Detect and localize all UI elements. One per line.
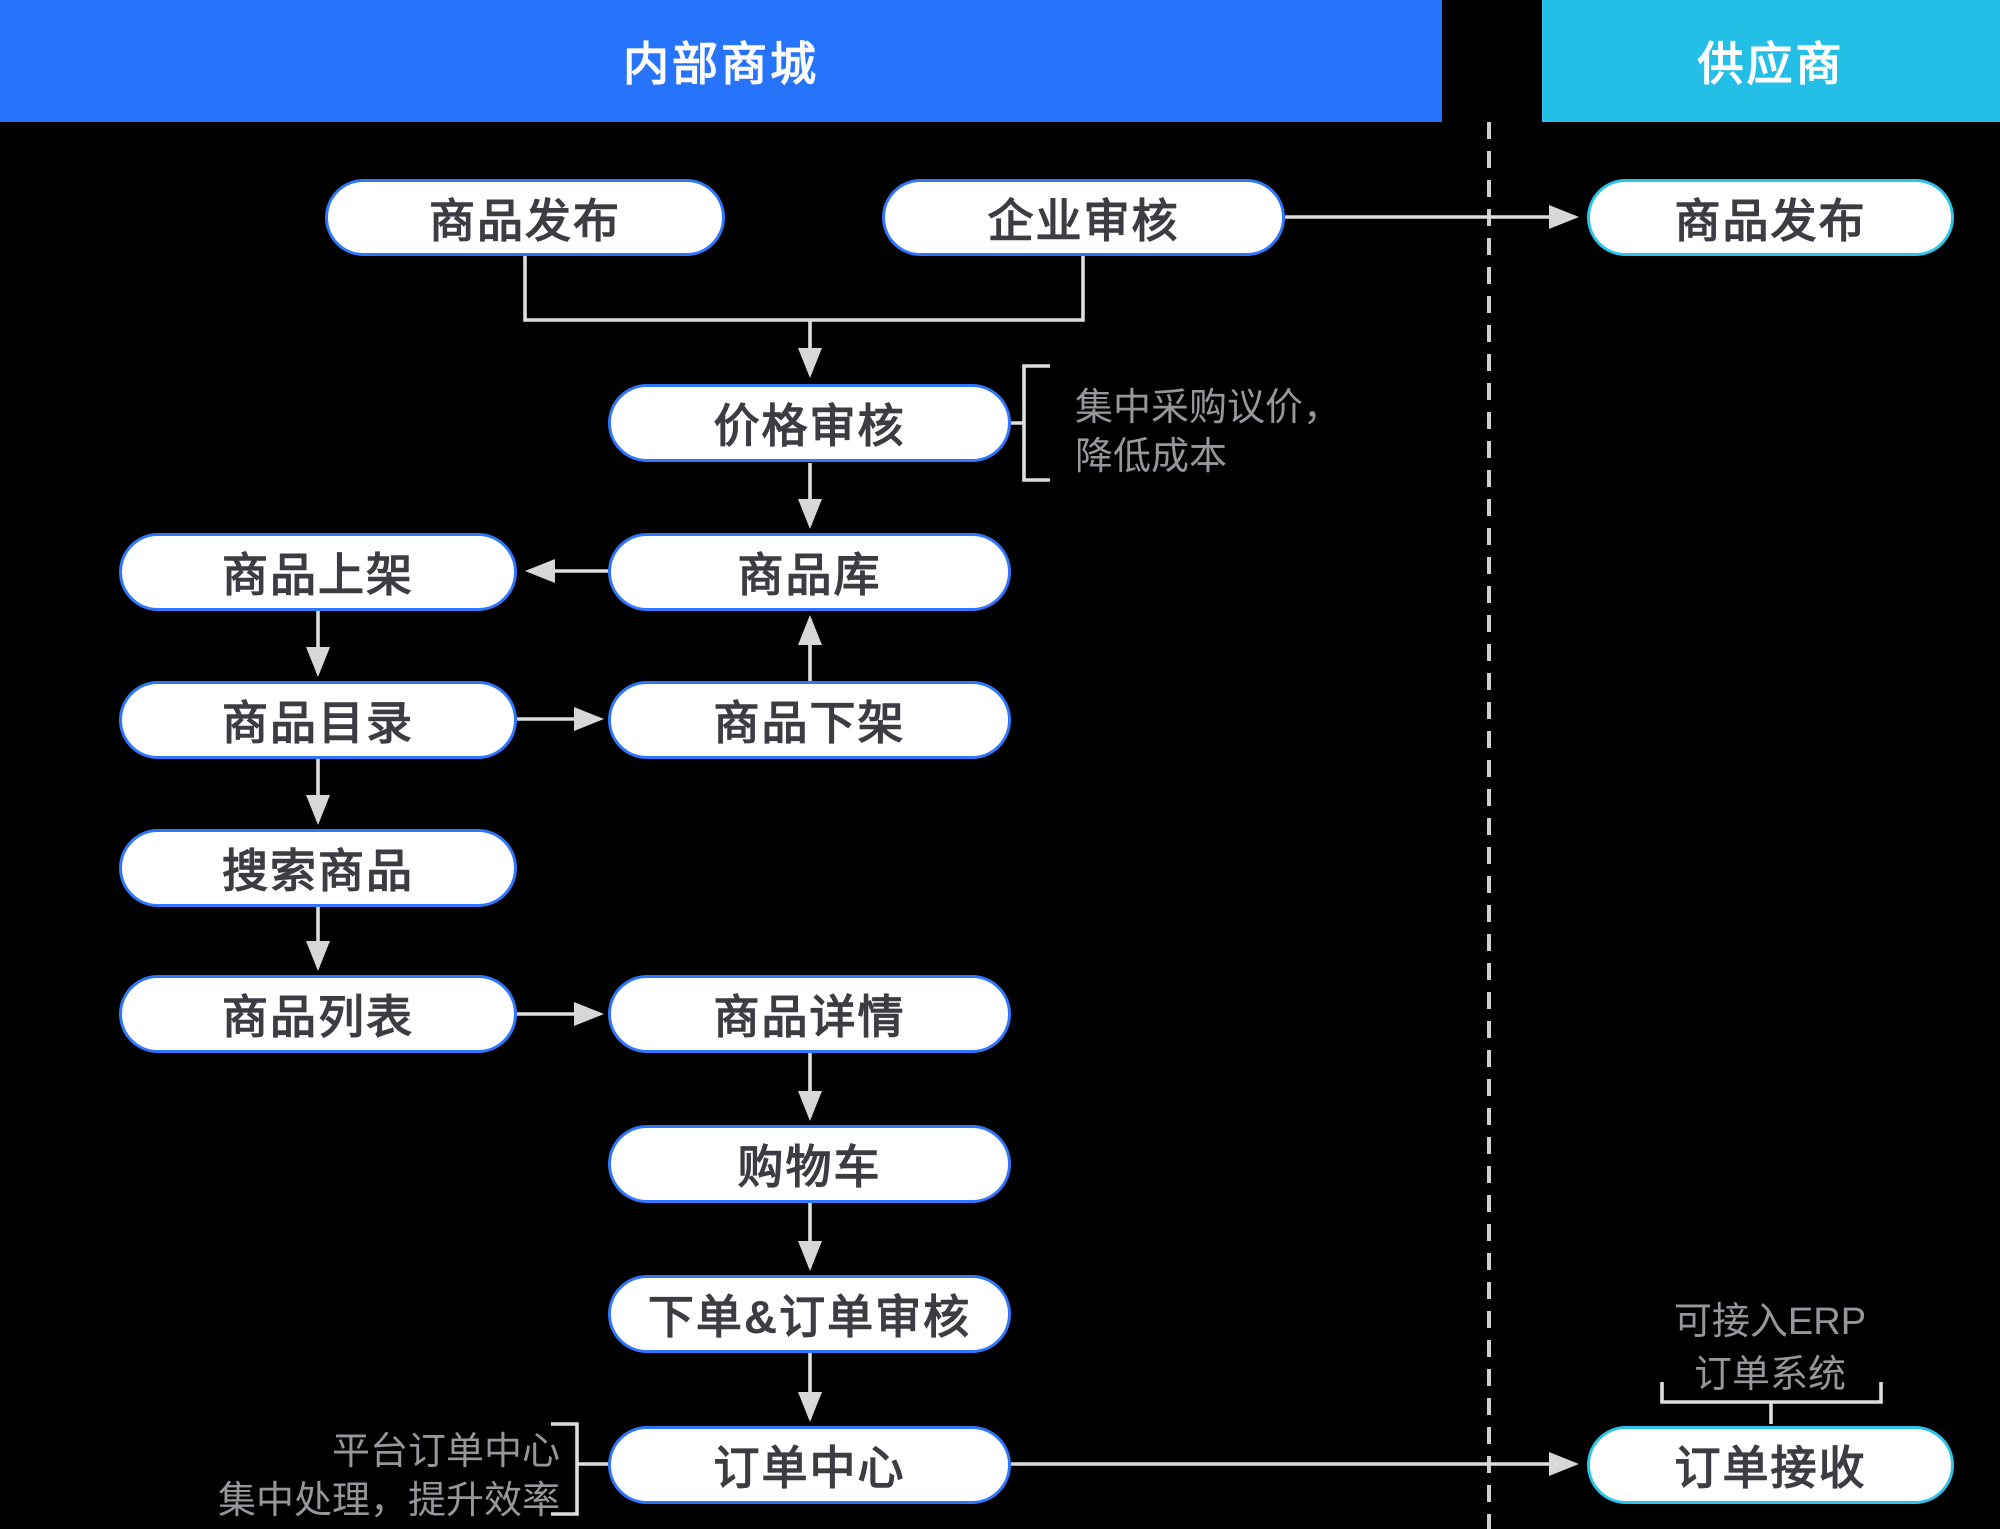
node-order-center: 订单中心 bbox=[608, 1426, 1011, 1504]
node-search-product: 搜索商品 bbox=[119, 829, 517, 907]
lane-title-internal-mall: 内部商城 bbox=[623, 38, 819, 90]
lane-header-internal-mall: 内部商城 bbox=[0, 0, 1442, 122]
note-line: 降低成本 bbox=[1075, 436, 1228, 478]
node-product-library: 商品库 bbox=[608, 533, 1011, 611]
bracket-price-review-note bbox=[1011, 364, 1050, 482]
node-label: 商品详情 bbox=[713, 991, 906, 1043]
node-label: 商品下架 bbox=[713, 697, 906, 749]
node-enterprise-review: 企业审核 bbox=[882, 179, 1285, 256]
node-product-publish-supplier: 商品发布 bbox=[1587, 179, 1954, 256]
node-product-publish-internal: 商品发布 bbox=[325, 179, 725, 256]
node-label: 下单&订单审核 bbox=[647, 1291, 972, 1343]
node-label: 商品上架 bbox=[222, 549, 414, 601]
node-product-off-shelf: 商品下架 bbox=[608, 681, 1011, 759]
node-label: 订单接收 bbox=[1674, 1442, 1867, 1494]
node-order-receive: 订单接收 bbox=[1587, 1426, 1954, 1504]
note-line: 平台订单中心 bbox=[331, 1431, 560, 1473]
note-order-center: 平台订单中心 集中处理，提升效率 bbox=[200, 1428, 560, 1526]
note-erp: 可接入ERP 订单系统 bbox=[1620, 1296, 1920, 1402]
node-price-review: 价格审核 bbox=[608, 384, 1011, 462]
note-line: 集中处理，提升效率 bbox=[217, 1480, 560, 1522]
node-label: 商品目录 bbox=[222, 697, 414, 749]
note-line: 订单系统 bbox=[1693, 1354, 1846, 1396]
node-label: 价格审核 bbox=[713, 400, 906, 452]
note-price-review: 集中采购议价， 降低成本 bbox=[1075, 384, 1341, 482]
note-line: 可接入ERP bbox=[1673, 1301, 1867, 1343]
node-product-detail: 商品详情 bbox=[608, 975, 1011, 1053]
node-shopping-cart: 购物车 bbox=[608, 1125, 1011, 1203]
lane-header-supplier: 供应商 bbox=[1542, 0, 2000, 122]
node-label: 商品发布 bbox=[429, 194, 621, 247]
note-line: 集中采购议价， bbox=[1075, 387, 1342, 429]
node-label: 商品发布 bbox=[1674, 194, 1867, 247]
node-product-on-shelf: 商品上架 bbox=[119, 533, 517, 611]
node-label: 企业审核 bbox=[987, 194, 1180, 247]
node-label: 订单中心 bbox=[713, 1442, 906, 1494]
node-label: 商品库 bbox=[737, 549, 882, 601]
bracket-erp-note bbox=[1660, 1382, 1883, 1424]
node-product-catalog: 商品目录 bbox=[119, 681, 517, 759]
node-label: 商品列表 bbox=[222, 991, 414, 1043]
node-label: 搜索商品 bbox=[222, 845, 414, 897]
lane-title-supplier: 供应商 bbox=[1697, 38, 1845, 90]
edge-merge-publish-enterprise bbox=[523, 256, 1085, 322]
node-label: 购物车 bbox=[737, 1141, 882, 1193]
node-product-list: 商品列表 bbox=[119, 975, 517, 1053]
node-place-order-review: 下单&订单审核 bbox=[608, 1275, 1011, 1353]
bracket-order-center-note bbox=[551, 1422, 608, 1516]
